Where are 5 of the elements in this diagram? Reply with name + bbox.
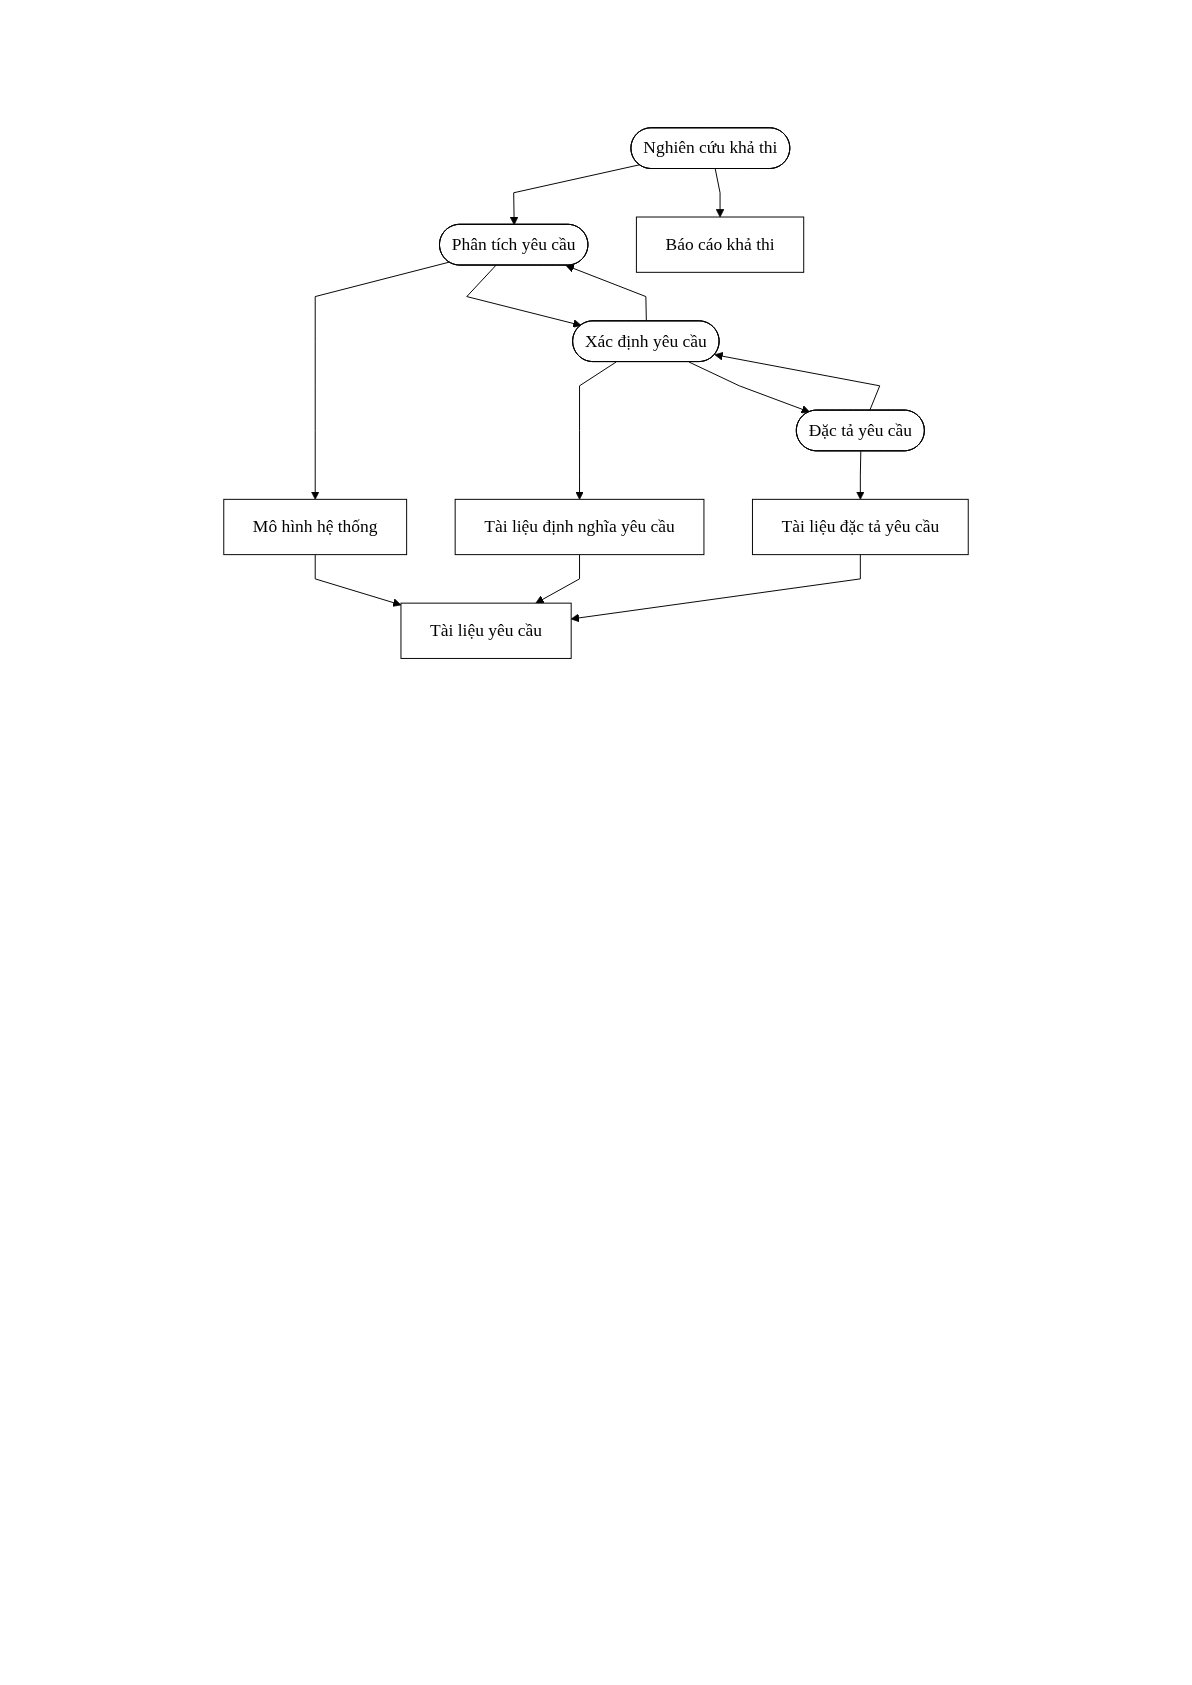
node-box: Báo cáo khả thi xyxy=(635,216,805,273)
node-box: Tài liệu đặc tả yêu cầu xyxy=(751,498,969,556)
node-box: Tài liệu yêu cầu xyxy=(400,602,572,659)
node-box: Mô hình hệ thống xyxy=(223,498,408,556)
node-box: Tài liệu định nghĩa yêu cầu xyxy=(454,498,705,556)
